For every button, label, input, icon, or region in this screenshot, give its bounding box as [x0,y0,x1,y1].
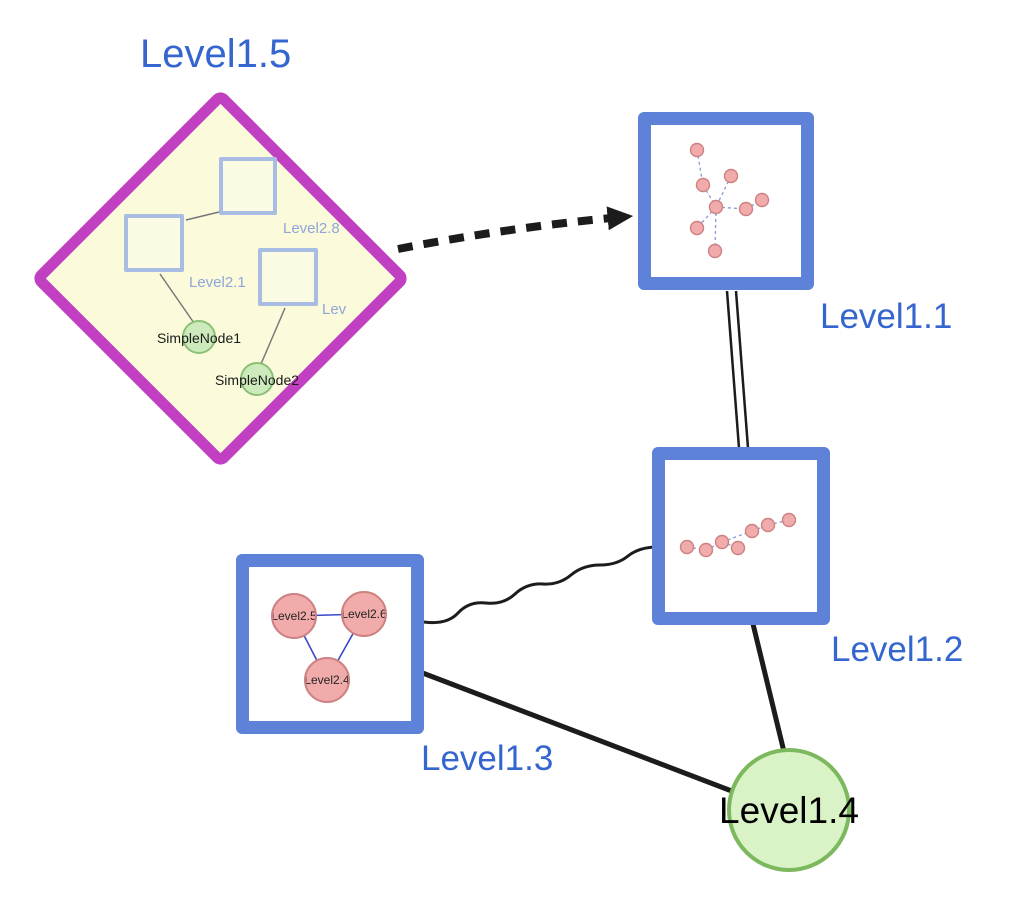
node-level2-1[interactable] [124,214,184,272]
node-label-level1-3: Level1.3 [421,739,554,778]
node-level1-2[interactable] [652,447,830,625]
edge-level1-1-to-level1-2[interactable] [725,290,750,449]
edge-level1-3-to-level1-2[interactable] [423,545,659,625]
node-label-simplenode1: SimpleNode1 [156,330,242,346]
node-level2-trunc[interactable] [258,248,318,306]
edge-level1-5-to-level1-1[interactable] [397,206,634,253]
edge-level1-2-to-level1-4[interactable] [750,621,789,763]
node-label-level2-trunc: Lev [322,301,347,318]
node-label-level2-6: Level2.6 [341,607,387,621]
node-level2-4[interactable]: Level2.4 [304,657,350,703]
node-level1-3[interactable] [236,554,424,734]
node-label-level2-5: Level2.5 [271,609,317,623]
node-label-level1-1: Level1.1 [820,297,953,336]
double-line-stroke [734,290,750,449]
node-label-simplenode2: SimpleNode2 [214,372,300,388]
node-label-level2-1: Level2.1 [189,274,246,291]
node-level1-1[interactable] [638,112,814,290]
node-label-level1-2: Level1.2 [831,630,964,669]
node-label-level2-4: Level2.4 [304,673,350,687]
node-label-level1-4: Level1.4 [719,790,859,831]
node-simplenode1[interactable] [182,320,216,354]
node-level2-6[interactable]: Level2.6 [341,591,387,637]
node-level2-8[interactable] [219,157,277,215]
node-label-level1-5: Level1.5 [140,32,292,76]
node-level2-5[interactable]: Level2.5 [271,593,317,639]
edge-level1-3-to-level1-4[interactable] [417,669,753,801]
node-simplenode2[interactable] [240,362,274,396]
double-line-stroke [725,290,741,449]
node-label-level2-8: Level2.8 [283,220,340,237]
